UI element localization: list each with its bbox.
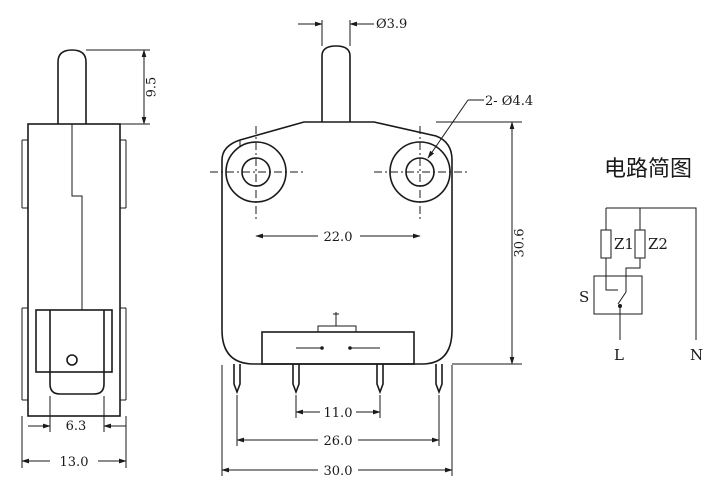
front-view: 2- Ø4.4 Ø3.9 22.0 30.6 bbox=[210, 17, 533, 479]
z1-label: Z1 bbox=[614, 235, 634, 253]
side-plunger bbox=[57, 49, 87, 124]
dim-body-width: 30.0 bbox=[324, 464, 353, 479]
pin-2 bbox=[292, 364, 300, 395]
pin-4 bbox=[435, 364, 443, 395]
s-label: S bbox=[579, 288, 589, 306]
l-label: L bbox=[614, 346, 624, 364]
dim-plunger-diameter: Ø3.9 bbox=[376, 17, 407, 32]
side-terminal-tab bbox=[49, 310, 105, 395]
terminal-block bbox=[261, 331, 415, 365]
front-plunger bbox=[321, 45, 351, 122]
switch-box bbox=[593, 275, 643, 315]
dim-side-width: 13.0 bbox=[60, 455, 89, 470]
side-terminal-bracket bbox=[35, 309, 113, 373]
terminal-pins bbox=[233, 364, 443, 395]
side-split-line bbox=[71, 124, 83, 310]
side-body bbox=[27, 123, 121, 417]
pin-3 bbox=[376, 364, 384, 395]
z2-resistor bbox=[634, 229, 646, 259]
circuit-title: 电路简图 bbox=[604, 157, 692, 182]
dim-mount-holes: 2- Ø4.4 bbox=[485, 94, 533, 109]
dim-hole-spacing: 22.0 bbox=[324, 230, 353, 245]
n-label: N bbox=[690, 346, 703, 364]
circuit-diagram: 电路简图 Z1 Z2 S L N bbox=[579, 157, 703, 364]
z1-resistor bbox=[600, 229, 612, 259]
side-terminal-hole bbox=[66, 354, 78, 366]
z2-label: Z2 bbox=[648, 235, 668, 253]
side-view: 9.5 6.3 13.0 bbox=[21, 49, 160, 470]
front-body bbox=[221, 121, 453, 365]
dim-terminal-inner: 11.0 bbox=[324, 406, 353, 421]
dim-body-height: 30.6 bbox=[513, 229, 528, 258]
dim-plunger-height: 9.5 bbox=[145, 77, 160, 98]
dim-terminal-width: 6.3 bbox=[66, 419, 87, 434]
pin-1 bbox=[233, 364, 241, 395]
dim-terminal-outer: 26.0 bbox=[324, 434, 353, 449]
